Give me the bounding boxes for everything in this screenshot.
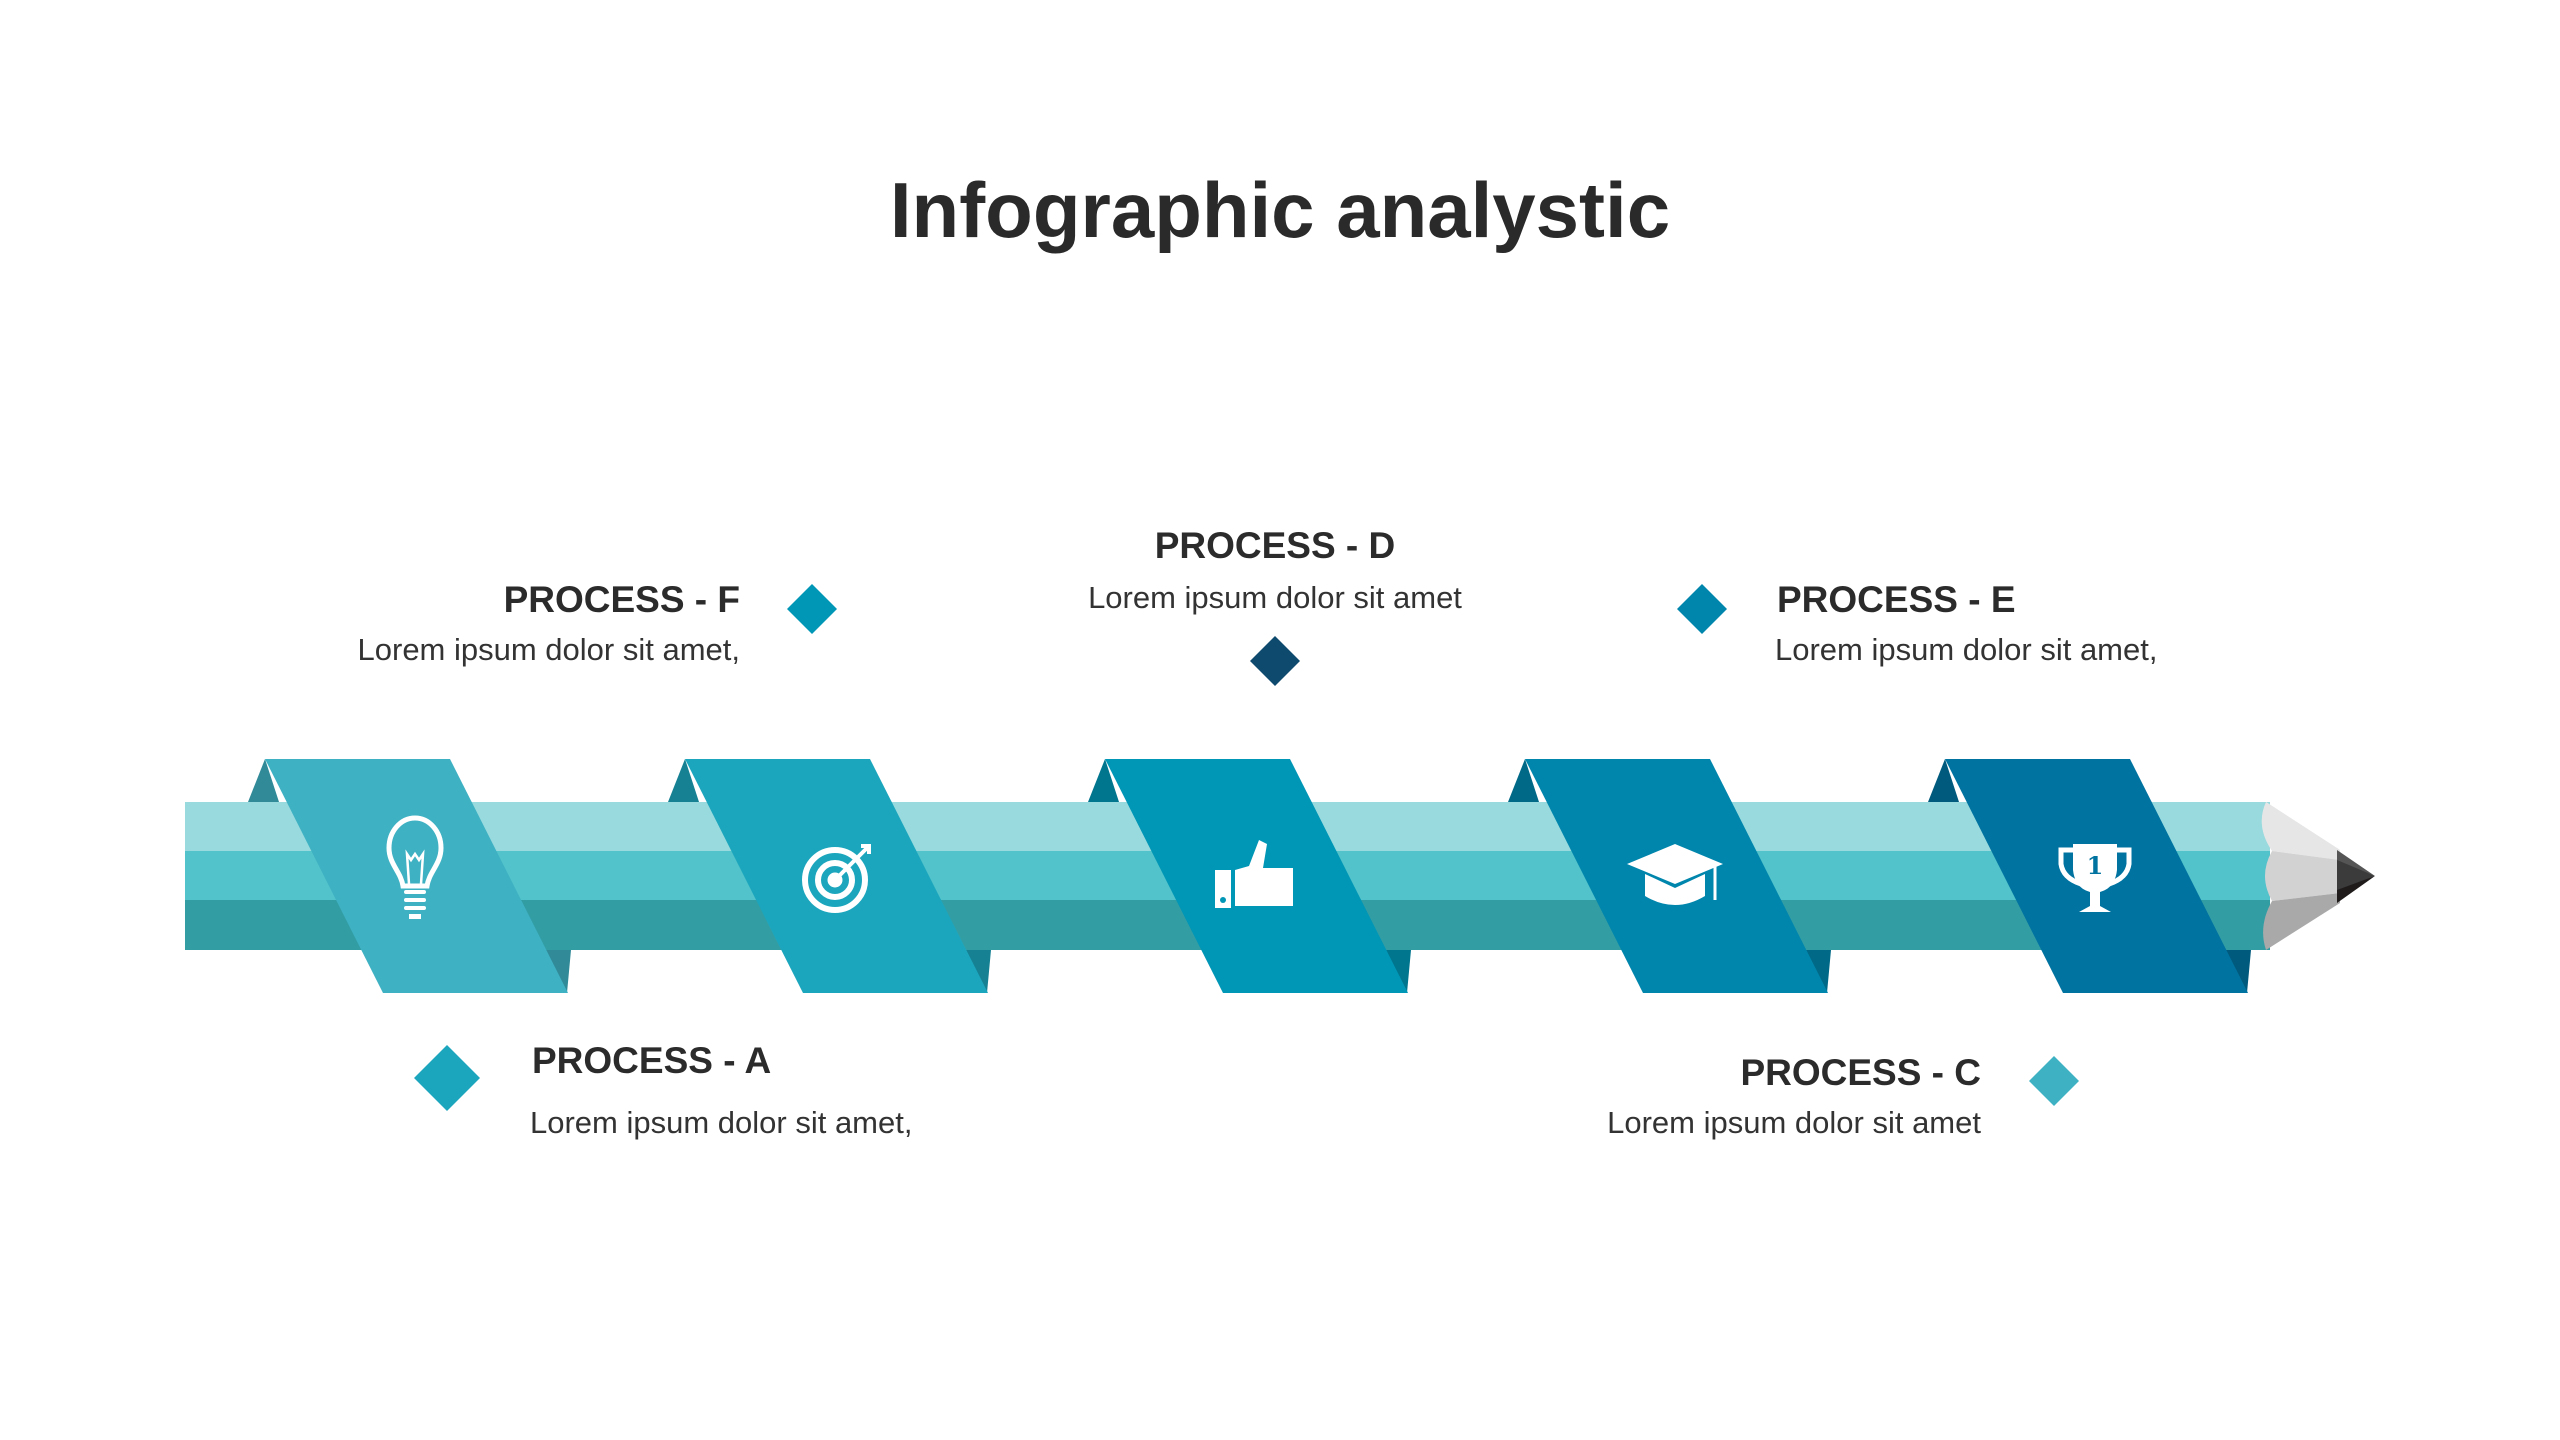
trophy-icon: 1 — [2058, 844, 2132, 912]
process-a-text: Lorem ipsum dolor sit amet, — [530, 1105, 913, 1140]
process-d-diamond-icon — [1250, 636, 1300, 686]
process-d-text: Lorem ipsum dolor sit amet — [1088, 580, 1462, 615]
page-title: Infographic analystic — [889, 166, 1671, 254]
process-e-heading: PROCESS - E — [1777, 579, 2016, 620]
band-fold-top — [668, 759, 699, 802]
band-fold-top — [1928, 759, 1959, 802]
process-d-heading: PROCESS - D — [1154, 525, 1396, 566]
band-fold-top — [1508, 759, 1539, 802]
process-a-diamond-icon — [414, 1045, 480, 1111]
band-fold-top — [1088, 759, 1119, 802]
band-1 — [265, 759, 568, 993]
pencil-tip — [2261, 802, 2375, 950]
lightbulb-icon — [386, 815, 444, 919]
target-icon — [802, 844, 871, 913]
process-c-heading: PROCESS - C — [1740, 1052, 1981, 1093]
process-f-heading: PROCESS - F — [503, 579, 740, 620]
process-f-text: Lorem ipsum dolor sit amet, — [357, 632, 740, 667]
thumbs-up-icon — [1215, 840, 1293, 908]
process-f-diamond-icon — [787, 584, 837, 634]
band-fold-top — [248, 759, 279, 802]
process-e-diamond-icon — [1677, 584, 1727, 634]
process-c-diamond-icon — [2029, 1056, 2079, 1106]
process-c-text: Lorem ipsum dolor sit amet — [1607, 1105, 1981, 1140]
process-a-heading: PROCESS - A — [532, 1040, 772, 1081]
graduation-cap-icon — [1627, 844, 1723, 905]
process-e-text: Lorem ipsum dolor sit amet, — [1775, 632, 2158, 667]
trophy-number: 1 — [2087, 851, 2104, 880]
